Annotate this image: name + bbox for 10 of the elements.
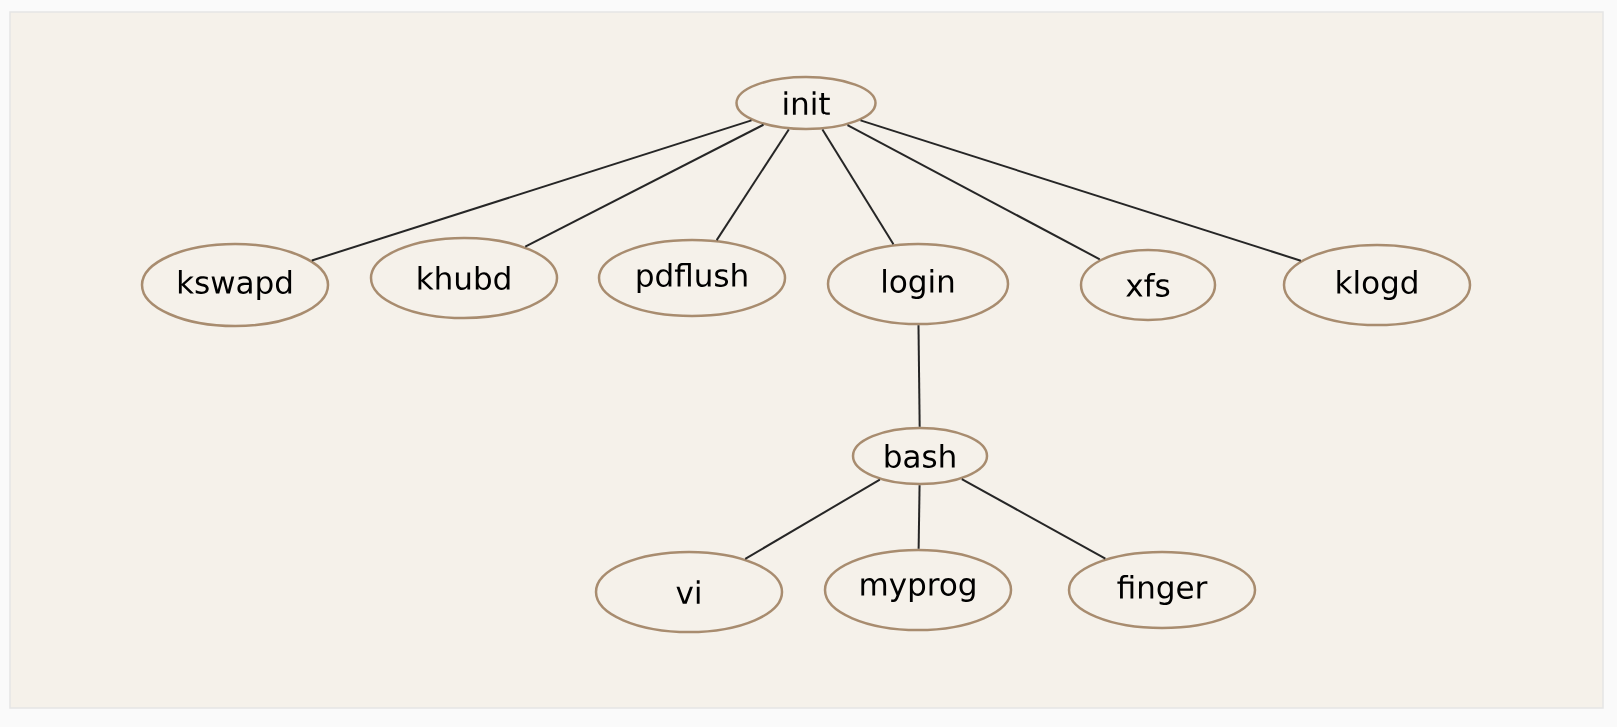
connector-line [917,324,921,428]
connector-line [859,119,1302,262]
connector-line [715,128,790,242]
connector-line [524,123,765,248]
connector-line [960,478,1107,560]
connector-line [917,484,921,550]
connector-line [821,128,895,246]
connector-line [744,478,881,560]
connector-line [310,119,753,262]
connector-line [846,124,1101,261]
